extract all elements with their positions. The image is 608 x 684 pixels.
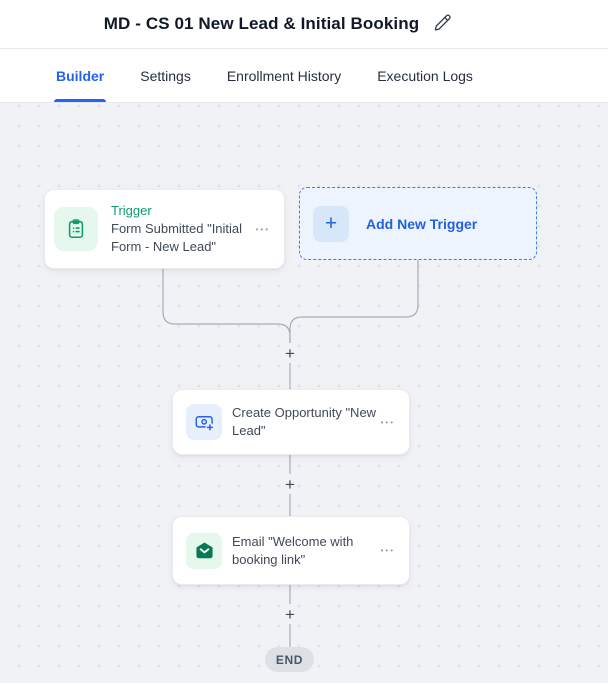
clipboard-form-icon xyxy=(54,207,98,251)
tab-bar: Builder Settings Enrollment History Exec… xyxy=(0,49,608,103)
edit-title-button[interactable] xyxy=(433,13,452,35)
tab-execution-logs[interactable]: Execution Logs xyxy=(377,67,473,84)
page-title: MD - CS 01 New Lead & Initial Booking xyxy=(103,14,420,33)
step-menu-button[interactable]: ••• xyxy=(380,417,395,427)
step-menu-button[interactable]: ••• xyxy=(380,546,395,555)
trigger-category-label: Trigger xyxy=(111,203,152,218)
step-title: Create Opportunity "New Lead" xyxy=(232,405,377,438)
add-step-button[interactable]: + xyxy=(285,604,295,624)
pencil-icon xyxy=(433,13,452,35)
add-new-trigger-label: Add New Trigger xyxy=(366,215,478,232)
step-create-opportunity[interactable]: Create Opportunity "New Lead" ••• xyxy=(172,389,410,455)
workflow-end-badge: END xyxy=(265,647,314,672)
trigger-node-card[interactable]: Trigger Form Submitted "Initial Form - N… xyxy=(44,189,285,269)
add-step-button[interactable]: + xyxy=(285,343,295,363)
trigger-menu-button[interactable]: ••• xyxy=(255,224,270,234)
add-step-button[interactable]: + xyxy=(285,474,295,494)
trigger-title: Form Submitted "Initial Form - New Lead" xyxy=(111,221,243,254)
workflow-canvas[interactable]: Trigger Form Submitted "Initial Form - N… xyxy=(0,103,608,683)
tab-builder[interactable]: Builder xyxy=(53,49,107,102)
plus-icon: + xyxy=(313,205,349,242)
add-new-trigger-button[interactable]: + Add New Trigger xyxy=(299,187,537,260)
email-open-icon xyxy=(186,532,222,569)
tab-enrollment-history[interactable]: Enrollment History xyxy=(226,67,342,84)
opportunity-icon xyxy=(186,404,222,440)
tab-settings[interactable]: Settings xyxy=(140,67,191,84)
step-email[interactable]: Email "Welcome with booking link" ••• xyxy=(172,516,410,585)
step-title: Email "Welcome with booking link" xyxy=(232,533,354,567)
workflow-header: MD - CS 01 New Lead & Initial Booking xyxy=(0,0,608,49)
